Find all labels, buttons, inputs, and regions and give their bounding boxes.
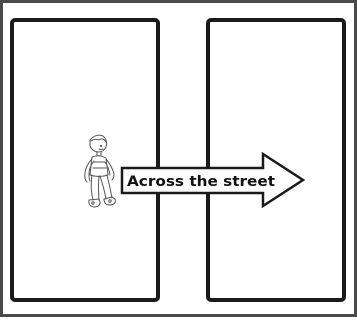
right-box — [208, 20, 344, 300]
left-box — [12, 20, 158, 300]
arrow-label: Across the street — [127, 174, 275, 190]
